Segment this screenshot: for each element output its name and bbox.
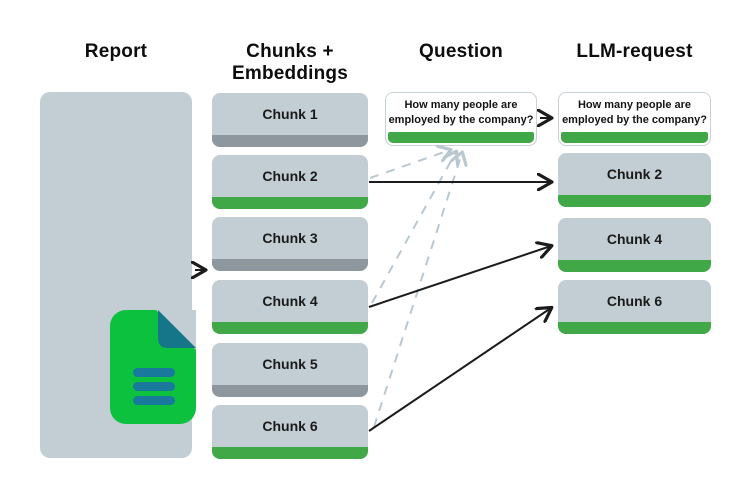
llm-chunk-6-box: Chunk 6: [558, 280, 711, 334]
report-title: Report: [84, 41, 148, 62]
chunk-5-embedding-stripe: [212, 385, 368, 397]
question-text-line2: employed by the company?: [388, 113, 534, 126]
column-header-question: Question: [385, 41, 537, 63]
similarity-link-chunk2: [369, 150, 450, 179]
chunk-2-box: Chunk 2: [212, 155, 368, 209]
chunk-4-embedding-stripe: [212, 322, 368, 334]
llm-chunk-4-embedding-stripe: [558, 260, 711, 272]
llm-question-embedding-stripe: [561, 132, 708, 143]
llm-question-text-line1: How many people are: [577, 98, 692, 111]
chunk-3-embedding-stripe: [212, 259, 368, 271]
similarity-link-chunk6: [373, 153, 462, 428]
llm-chunk-4-box: Chunk 4: [558, 218, 711, 272]
column-header-llm-request: LLM-request: [558, 41, 711, 63]
chunks-title-line2: Embeddings: [231, 63, 348, 84]
chunk-1-box: Chunk 1: [212, 93, 368, 147]
llm-chunk-4-label: Chunk 4: [606, 231, 663, 247]
chunk-4-box: Chunk 4: [212, 280, 368, 334]
llm-chunk-6-embedding-stripe: [558, 322, 711, 334]
question-embedding-stripe: [388, 132, 534, 143]
arrow-chunk4-to-llm: [368, 246, 551, 308]
column-header-report: Report: [40, 41, 192, 63]
chunk-1-embedding-stripe: [212, 135, 368, 147]
llm-chunk-2-box: Chunk 2: [558, 153, 711, 207]
chunk-3-label: Chunk 3: [262, 230, 318, 246]
arrow-chunk6-to-llm: [368, 308, 551, 432]
column-header-chunks-embeddings: Chunks + Embeddings: [204, 41, 376, 85]
llm-chunk-2-label: Chunk 2: [606, 166, 663, 182]
chunks-title-line1: Chunks +: [246, 41, 334, 62]
chunk-5-box: Chunk 5: [212, 343, 368, 397]
llm-chunk-6-label: Chunk 6: [606, 293, 663, 309]
document-icon: [110, 310, 196, 424]
chunk-6-box: Chunk 6: [212, 405, 368, 459]
question-text-line1: How many people are: [404, 98, 518, 111]
report-container: [40, 92, 196, 458]
question-box: How many people are employed by the comp…: [385, 92, 537, 146]
llm-chunk-2-embedding-stripe: [558, 195, 711, 207]
llm-request-title: LLM-request: [576, 41, 693, 62]
chunk-5-label: Chunk 5: [262, 356, 318, 372]
chunk-1-label: Chunk 1: [262, 106, 318, 122]
llm-question-box: How many people are employed by the comp…: [558, 92, 711, 146]
chunk-3-box: Chunk 3: [212, 217, 368, 271]
chunk-2-embedding-stripe: [212, 197, 368, 209]
question-title: Question: [419, 41, 503, 62]
chunk-4-label: Chunk 4: [262, 293, 318, 309]
chunk-6-label: Chunk 6: [262, 418, 318, 434]
chunk-2-label: Chunk 2: [262, 168, 318, 184]
chunk-6-embedding-stripe: [212, 447, 368, 459]
similarity-link-chunk4: [371, 152, 456, 304]
llm-question-text-line2: employed by the company?: [562, 113, 707, 126]
